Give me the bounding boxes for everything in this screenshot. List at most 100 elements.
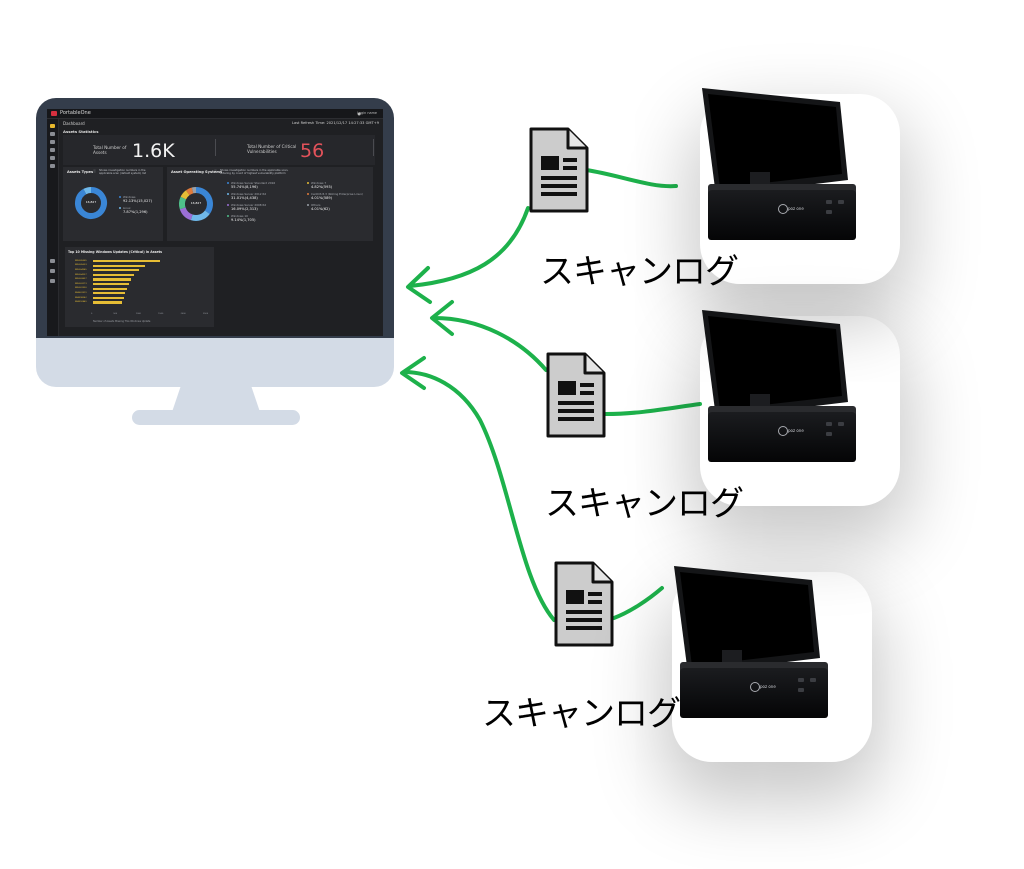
monitor-foot	[132, 410, 300, 425]
donut-slice	[83, 187, 92, 195]
dashboard-nav-icon[interactable]	[50, 124, 55, 128]
kpi-separator-right	[373, 139, 374, 156]
pos-terminal-1: poz one	[690, 84, 890, 284]
kpi-vulns-value: 56	[300, 140, 325, 162]
asset-os-donut	[179, 187, 213, 221]
terminal-2-line	[604, 402, 702, 416]
y-tick-label: KB4598242	[75, 296, 87, 299]
x-tick-label: 500	[113, 313, 118, 315]
list-nav-icon[interactable]	[50, 140, 55, 144]
legend-dot	[307, 204, 309, 206]
pos-logo-text: poz one	[788, 206, 804, 211]
legend-name: Windows Server Standard 2016	[231, 181, 276, 185]
asset-types-tooltip: Shows investigation numbers in the appli…	[99, 169, 146, 175]
legend-dot	[307, 182, 309, 184]
tooltip-icon[interactable]: ⓘ	[93, 169, 97, 173]
bar	[93, 283, 129, 286]
scan-nav-icon[interactable]	[50, 148, 55, 152]
legend-name: CentOS 8.3 (Rolling Enterprise Linux)	[311, 192, 364, 196]
pos-base: poz one	[680, 668, 828, 718]
y-tick-label: KB5003637	[75, 278, 87, 281]
pos-logo-icon	[778, 204, 788, 214]
pos-base-top	[708, 406, 856, 416]
y-tick-label: KB5004237	[75, 273, 87, 276]
pos-port	[798, 688, 804, 692]
donut-slice	[75, 187, 107, 219]
legend-name: Windows Server 2008 R2	[231, 203, 267, 207]
pos-base-top	[708, 184, 856, 194]
chart-title: Top 10 Missing Windows Updates (Critical…	[68, 250, 163, 254]
y-tick-label: KB5005565	[75, 259, 87, 262]
pos-display	[674, 566, 820, 667]
legend-name: Others	[311, 203, 321, 207]
chart-x-axis-label: Number of Assets Missing This Windows Up…	[93, 320, 151, 323]
report-nav-icon[interactable]	[50, 164, 55, 168]
x-tick-label: 1500	[158, 313, 164, 315]
legend-value: 4.01%(62)	[311, 207, 330, 211]
user-label[interactable]: Login name	[357, 111, 377, 115]
legend-dot	[307, 193, 309, 195]
bar	[93, 264, 145, 267]
legend-value: 4.82%(593)	[311, 185, 333, 189]
log-file-icon-3	[554, 561, 614, 647]
settings-nav-icon[interactable]	[50, 156, 55, 160]
donut-slice	[179, 196, 187, 210]
user-icon[interactable]: ●	[357, 111, 362, 116]
bar	[93, 301, 123, 304]
help-nav-icon[interactable]	[50, 269, 55, 273]
donut-slice	[186, 187, 194, 196]
y-tick-label: KB4592449	[75, 301, 87, 304]
breadcrumb: Dashboard	[63, 121, 85, 126]
legend-name: Windows 7	[311, 181, 327, 185]
asset-types-panel: Assets Types ⓘ Shows investigation numbe…	[63, 167, 163, 241]
bar	[93, 287, 128, 290]
pos-base-top	[680, 662, 828, 672]
asset-os-title: Asset Operating Systems	[171, 170, 223, 174]
info-nav-icon[interactable]	[50, 279, 55, 283]
app-top-bar: PortableOne ● Login name	[47, 109, 383, 119]
arrow-3	[402, 370, 556, 622]
y-tick-label: KB5004945	[75, 269, 87, 271]
legend-value: 16.09%(2,313)	[231, 207, 258, 211]
section-title: Assets Statistics	[63, 129, 99, 134]
legend-name: Linux	[123, 206, 131, 210]
donut-slice	[179, 207, 193, 221]
tooltip-icon[interactable]: ⓘ	[214, 169, 218, 173]
legend-dot	[227, 215, 229, 217]
x-tick-label: 2000	[180, 313, 186, 315]
x-tick-label: 1000	[135, 313, 141, 315]
asset-types-title: Assets Types	[67, 170, 94, 174]
dashboard-screen: PortableOne ● Login name Dashboard Last …	[47, 109, 383, 336]
legend-dot	[227, 193, 229, 195]
monitor-chin	[36, 338, 394, 387]
legend-dot	[227, 204, 229, 206]
asset-os-center-value: 16,827	[190, 201, 202, 205]
terminal-3-line	[612, 586, 664, 620]
kpi-assets-label: Total Number of Assets	[93, 145, 127, 155]
legend-dot	[227, 182, 229, 184]
missing-updates-chart: Top 10 Missing Windows Updates (Critical…	[65, 247, 214, 327]
pos-port	[838, 200, 844, 204]
asset-types-center-value: 16,827	[85, 200, 97, 204]
x-tick-label: 0	[91, 313, 93, 315]
x-tick-label: 2500	[203, 313, 209, 315]
log-file-icon-2	[546, 352, 606, 438]
arrow-1	[408, 206, 530, 288]
kpi-separator	[215, 139, 216, 156]
legend-name: Windows 10	[231, 214, 248, 218]
bar	[93, 260, 160, 263]
y-tick-label: KB5003173	[75, 282, 87, 285]
asset-os-panel: Asset Operating Systems ⓘ Shows investig…	[167, 167, 373, 241]
pos-logo-text: poz one	[788, 428, 804, 433]
home-nav-icon[interactable]	[50, 259, 55, 263]
side-nav	[47, 119, 59, 336]
pos-display	[702, 88, 848, 189]
assets-nav-icon[interactable]	[50, 132, 55, 136]
app-name: PortableOne	[60, 110, 91, 116]
log-file-icon-1	[529, 127, 589, 213]
last-refresh-time: Last Refresh Time: 2021/12/17 14:27:33 G…	[291, 121, 379, 125]
donut-slice	[190, 210, 210, 221]
y-tick-label: KB4601319	[75, 292, 87, 294]
pos-port	[810, 678, 816, 682]
